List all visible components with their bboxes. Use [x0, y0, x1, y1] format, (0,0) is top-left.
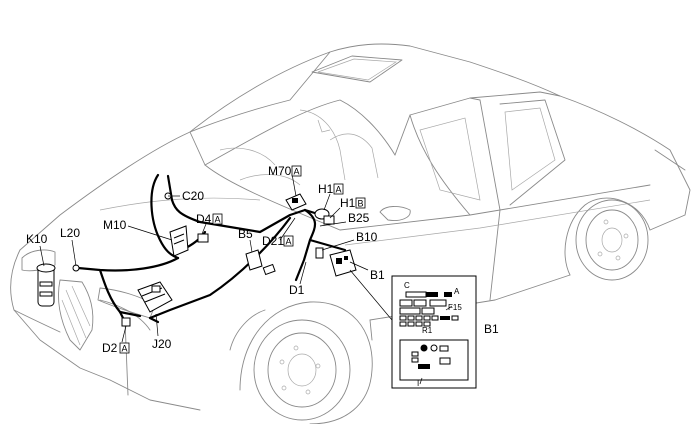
- label-j20: J20: [152, 337, 172, 351]
- badge-h1b: B: [358, 199, 364, 209]
- b10-component: [315, 247, 324, 259]
- badge-d2: A: [122, 344, 128, 354]
- labels: K10 L20 M10 C20 D4 A M70 A H1 A H1 B B25…: [26, 164, 499, 388]
- k10-component: [36, 263, 56, 307]
- label-d21: D21: [262, 234, 284, 248]
- m10-component: [169, 225, 189, 257]
- b1-detail-panel: [349, 269, 477, 389]
- m70-component: [285, 193, 307, 211]
- d2-component: [121, 317, 131, 327]
- label-b10: B10: [356, 230, 378, 244]
- label-d4: D4: [196, 212, 212, 226]
- badge-m70: A: [294, 167, 300, 177]
- label-m70: M70: [268, 164, 292, 178]
- d4-component: [197, 233, 209, 243]
- j20-component: [137, 281, 173, 313]
- label-l20: L20: [60, 226, 80, 240]
- label-m10: M10: [103, 218, 127, 232]
- label-h1a: H1: [318, 182, 334, 196]
- label-d1: D1: [289, 283, 305, 297]
- label-c20: C20: [182, 189, 204, 203]
- label-k10: K10: [26, 232, 48, 246]
- h1-component: [314, 208, 335, 225]
- wiring-harness: [76, 173, 347, 324]
- badge-h1a: A: [336, 185, 342, 195]
- detail-label-i: I: [417, 379, 419, 388]
- detail-label-r1: R1: [422, 326, 433, 335]
- b1-fusebox: [329, 249, 357, 277]
- detail-label-f15: F15: [448, 303, 462, 312]
- badge-d4: A: [215, 215, 221, 225]
- b5-component: [245, 249, 276, 276]
- label-h1b: H1: [340, 196, 356, 210]
- components: [36, 192, 357, 327]
- label-b1: B1: [370, 268, 385, 282]
- label-b5: B5: [238, 227, 253, 241]
- label-b25: B25: [348, 211, 370, 225]
- label-b1-detail: B1: [484, 322, 499, 336]
- car-outline: [10, 43, 691, 424]
- detail-label-c: C: [404, 281, 410, 290]
- leader-lines: [39, 173, 369, 343]
- label-d2: D2: [102, 341, 118, 355]
- detail-label-a: A: [454, 287, 460, 296]
- badge-d21: A: [286, 237, 292, 247]
